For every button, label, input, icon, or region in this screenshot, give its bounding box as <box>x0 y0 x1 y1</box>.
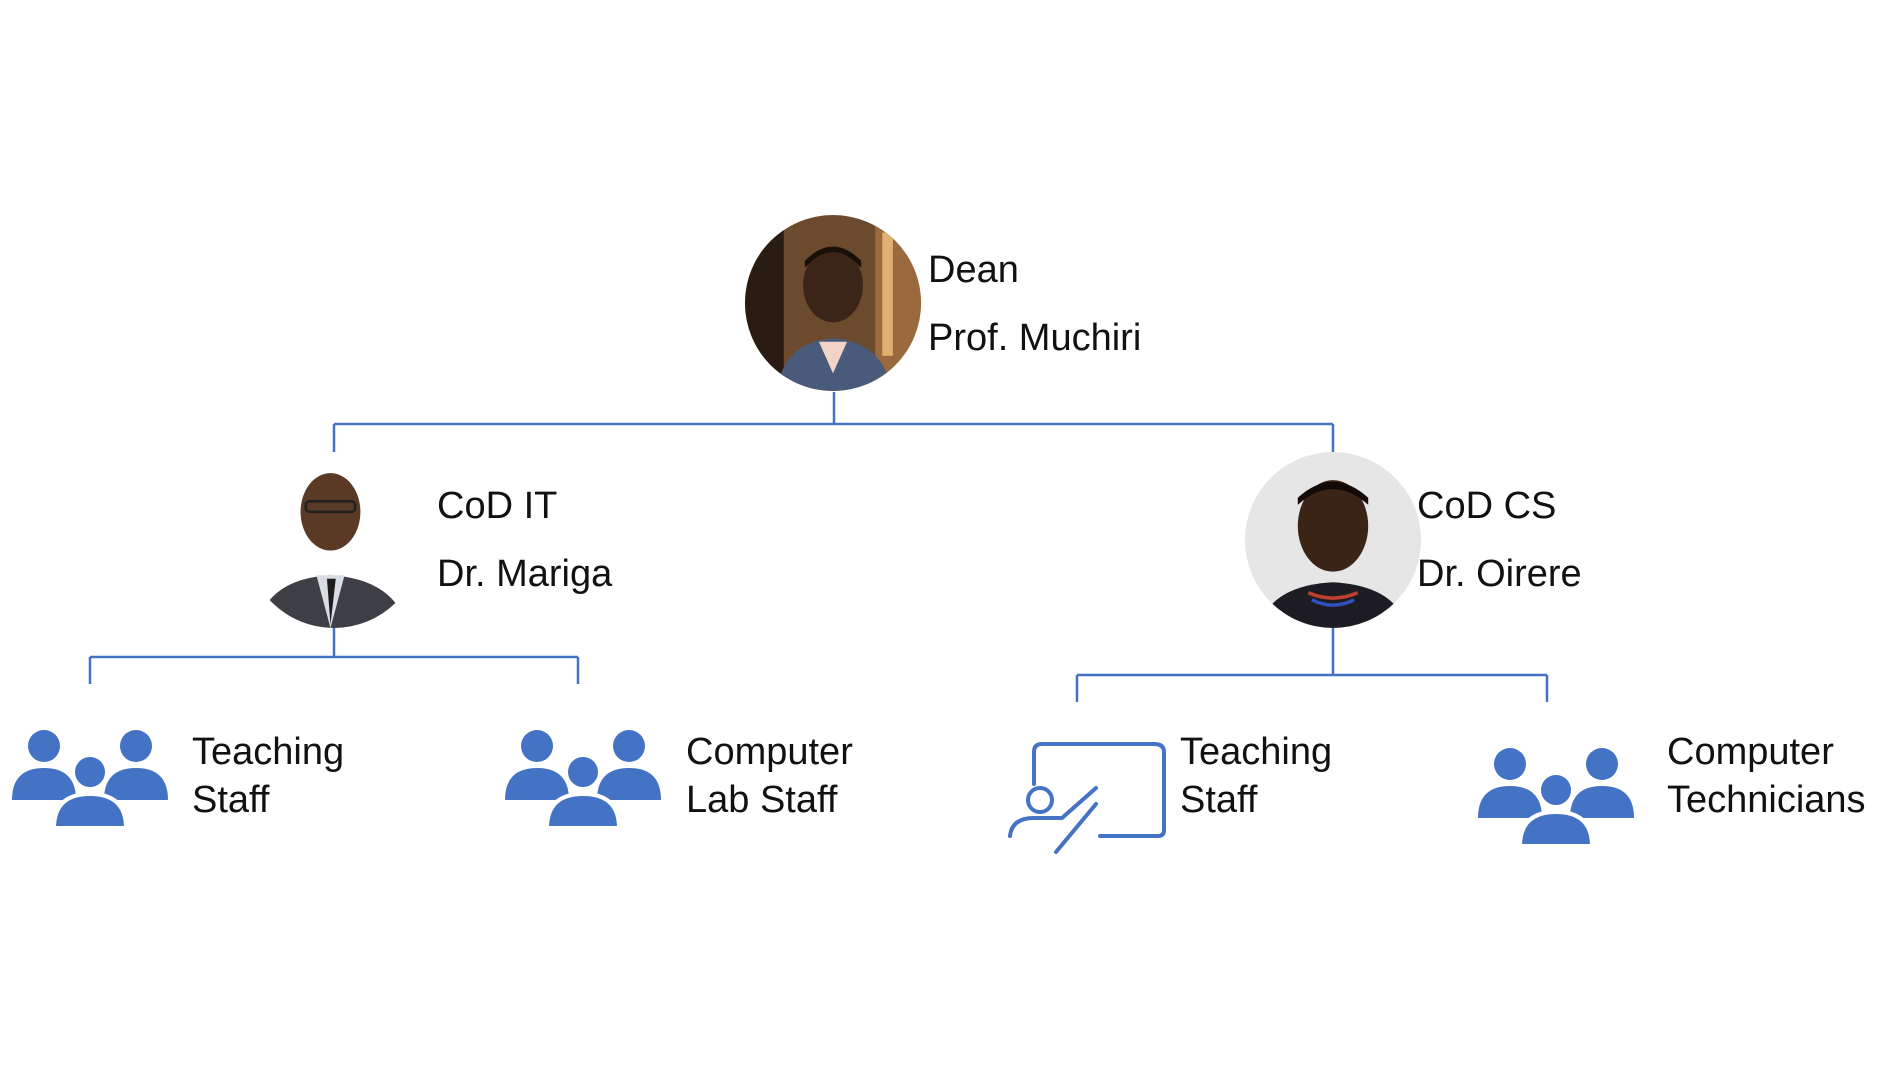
cs-teaching-staff-line1: Teaching <box>1180 731 1333 773</box>
person-portrait-icon <box>246 452 422 628</box>
cs-teaching-staff-label: Teaching Staff <box>1180 728 1332 824</box>
it-lab-staff-line2: Lab Staff <box>686 779 838 821</box>
person-portrait-icon <box>1245 452 1421 628</box>
people-group-icon <box>503 724 663 828</box>
cod-cs-avatar <box>1245 452 1421 628</box>
cs-technicians-label: Computer Technicians <box>1667 728 1866 824</box>
cs-technicians-line2: Technicians <box>1667 779 1866 821</box>
it-lab-staff-line1: Computer <box>686 731 853 773</box>
cod-cs-name: Dr. Oirere <box>1417 553 1582 595</box>
cs-technicians-line1: Computer <box>1667 731 1834 773</box>
cod-it-avatar <box>246 452 422 628</box>
dean-avatar <box>745 215 921 391</box>
person-portrait-icon <box>745 215 921 391</box>
it-teaching-staff-label: Teaching Staff <box>192 728 344 824</box>
dean-name: Prof. Muchiri <box>928 317 1142 359</box>
it-teaching-staff-line1: Teaching <box>192 731 345 773</box>
cod-it-name: Dr. Mariga <box>437 553 613 595</box>
presentation-teacher-icon <box>1004 740 1170 856</box>
cod-it-role: CoD IT <box>437 485 558 527</box>
cod-cs-role: CoD CS <box>1417 485 1557 527</box>
cs-teaching-staff-line2: Staff <box>1180 779 1258 821</box>
it-teaching-staff-line2: Staff <box>192 779 270 821</box>
it-lab-staff-label: Computer Lab Staff <box>686 728 853 824</box>
dean-role: Dean <box>928 249 1019 291</box>
people-group-icon <box>1476 742 1636 846</box>
people-group-icon <box>10 724 170 828</box>
